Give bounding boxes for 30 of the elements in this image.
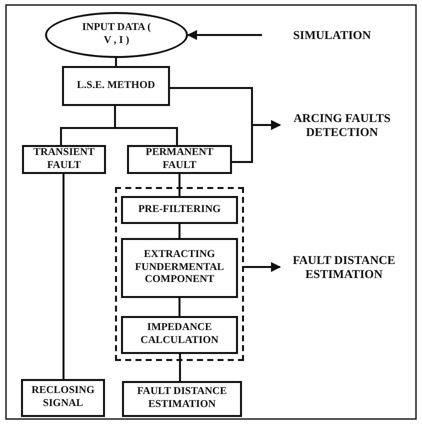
dashed-group-box (115, 187, 244, 361)
process-box (62, 66, 170, 106)
annotation-text: ARCING FAULTS DETECTION (292, 110, 392, 140)
box-label: RECLOSING SIGNAL (30, 385, 96, 411)
box-label: INPUT DATA ( V , I ) (81, 22, 152, 48)
process-box (121, 316, 238, 354)
box-label: EXTRACTING FUNDERMENTAL COMPONENT (134, 249, 226, 287)
box-label: PRE-FILTERING (138, 204, 221, 216)
process-box (21, 379, 105, 417)
process-box (121, 196, 238, 224)
arrow (244, 262, 281, 272)
connector-line (178, 174, 180, 196)
box-label: PERMANENT FAULT (144, 146, 214, 172)
box-label: TRANSIENT FAULT (32, 146, 96, 172)
process-box (121, 238, 238, 298)
connector-line (62, 174, 64, 379)
connector-line (115, 58, 117, 66)
process-box (127, 145, 232, 174)
box-label: FAULT DISTANCE ESTIMATION (136, 386, 228, 412)
arrow (187, 30, 262, 40)
annotation-text: FAULT DISTANCE ESTIMATION (292, 252, 396, 282)
process-box (22, 145, 106, 174)
box-label: IMPEDANCE CALCULATION (140, 322, 220, 348)
arrow (232, 120, 281, 163)
connector-line (179, 354, 181, 381)
process-box (122, 381, 242, 417)
annotation-text: SIMULATION (293, 28, 371, 42)
box-label: L.S.E. METHOD (76, 80, 156, 92)
connector-line (178, 224, 180, 238)
connector-line (178, 298, 180, 316)
